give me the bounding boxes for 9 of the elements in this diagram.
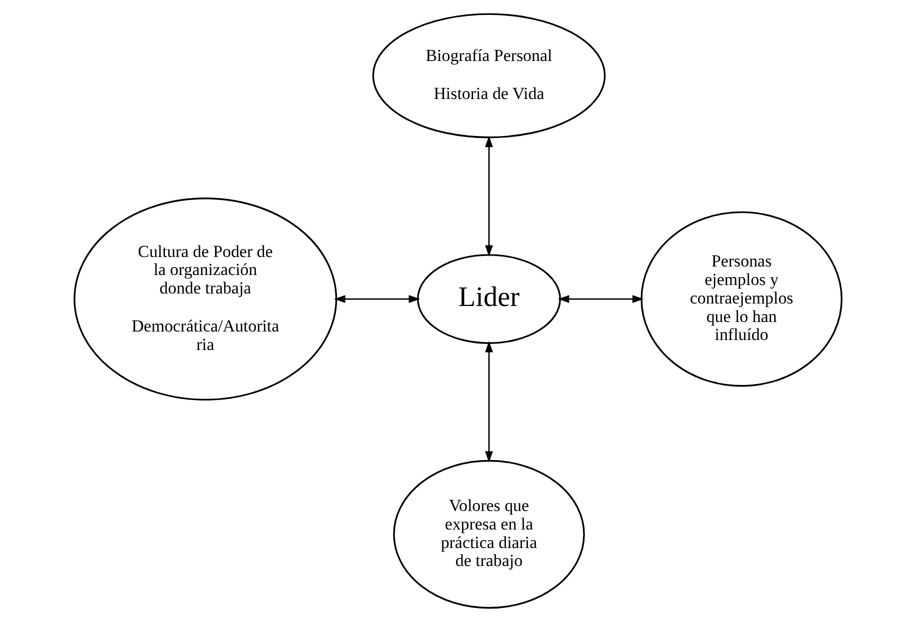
node-ellipse: Personas ejemplos y contraejemplos que lo han influído	[640, 211, 842, 387]
arrow	[484, 340, 492, 463]
node-ellipse: Volores que expresa en la práctica diaria de trabajo	[392, 460, 584, 609]
node-ellipse: Cultura de Poder de la organización donde trabaja Democrática/Autoritaria	[73, 198, 337, 401]
arrow	[333, 295, 420, 303]
arrow	[557, 295, 644, 303]
node-ellipse: Lider	[416, 254, 560, 344]
arrow	[484, 136, 492, 257]
node-ellipse: Biografía Personal Historia de Vida	[372, 13, 606, 138]
